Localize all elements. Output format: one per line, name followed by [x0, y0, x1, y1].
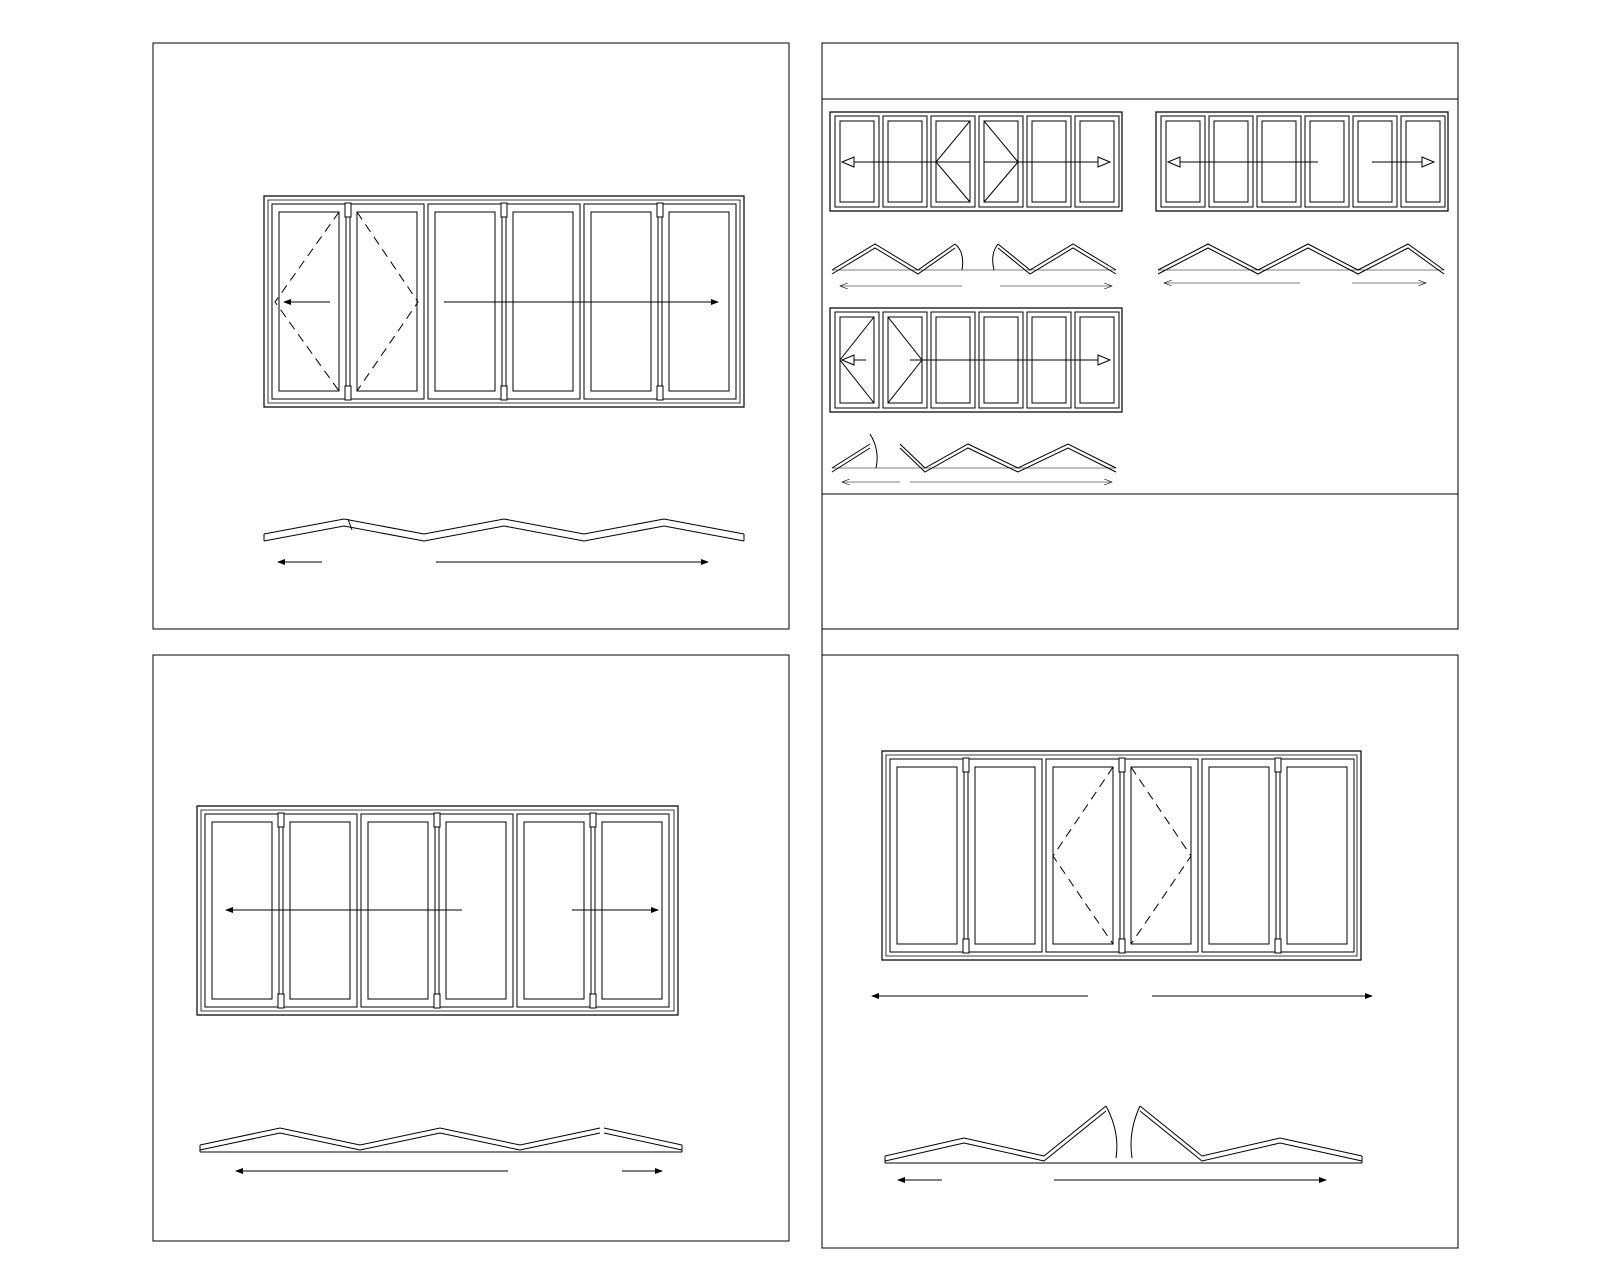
panel-frame-top-right: [822, 43, 1458, 629]
leaf: [272, 204, 346, 399]
leaf: [350, 204, 424, 399]
plan-side-split: [1158, 244, 1444, 283]
elevation-bottom-left: [197, 806, 678, 1015]
hinge-knuckles: [345, 203, 663, 400]
plan-top-left: [264, 519, 744, 565]
variant-left-single: [830, 308, 1122, 412]
panel-frame-top-left: [153, 43, 789, 629]
plan-center-split: [832, 244, 1116, 286]
elevation-bottom-right: [882, 751, 1361, 960]
plan-bottom-left: [200, 1128, 682, 1174]
variant-side-split: [1156, 112, 1448, 211]
plan-left-single: [832, 434, 1116, 482]
panel-frame-bottom-left: [153, 655, 789, 1241]
variant-center-split: [830, 112, 1122, 211]
elevation-top-left: [264, 196, 744, 407]
hinge-dashes: [275, 212, 418, 391]
panel-frame-bottom-right: [822, 655, 1458, 1248]
plan-bottom-right: [885, 1106, 1362, 1183]
